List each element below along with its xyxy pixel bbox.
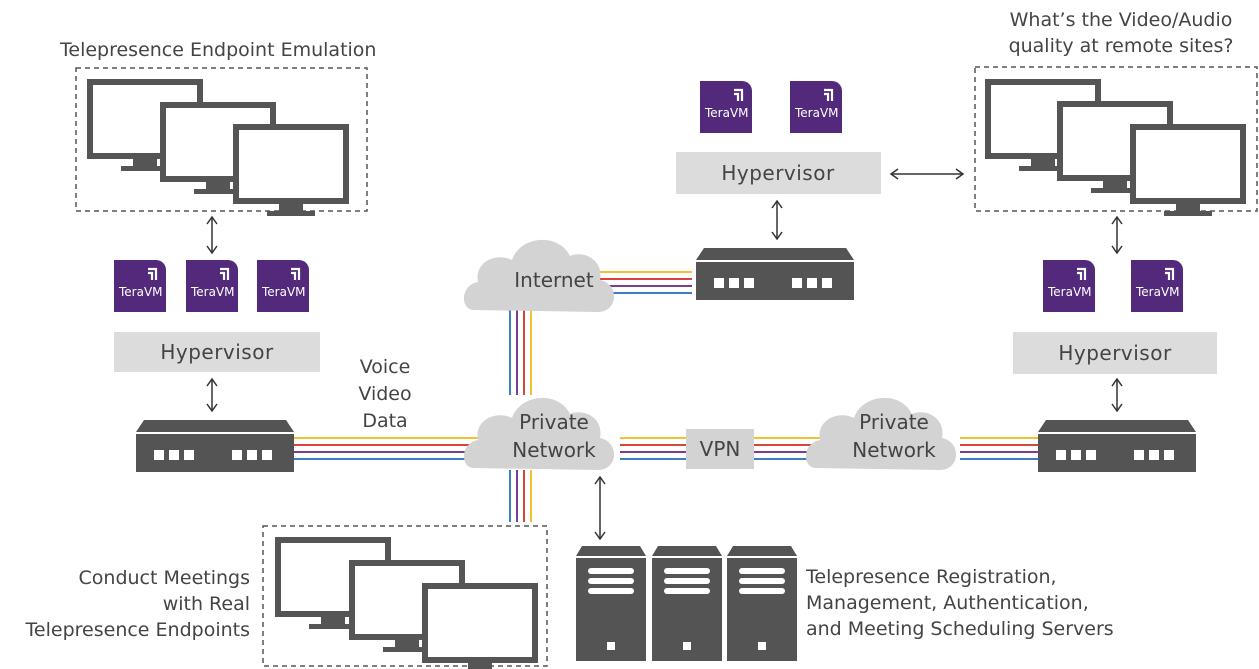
voice-label: Voice xyxy=(360,356,411,378)
teravm-label: TeraVM xyxy=(118,285,163,299)
hypervisor-label: Hypervisor xyxy=(160,340,274,364)
hypervisor-box xyxy=(676,152,881,194)
hypervisor-label: Hypervisor xyxy=(721,161,835,185)
conduct-meetings-label: Telepresence Endpoints xyxy=(25,619,250,641)
hypervisor-box xyxy=(114,332,320,372)
monitor-icon xyxy=(425,586,535,669)
monitor-icon xyxy=(1133,127,1243,216)
double-arrow-icon xyxy=(594,475,606,541)
server-icon xyxy=(727,546,797,661)
network-switch-icon xyxy=(1038,420,1196,472)
network-switch-icon xyxy=(136,420,294,472)
conduct-meetings-label: with Real xyxy=(163,593,250,615)
endpoint-emulation-label: Telepresence Endpoint Emulation xyxy=(59,39,376,61)
servers-label: and Meeting Scheduling Servers xyxy=(806,618,1114,640)
teravm-label: TeraVM xyxy=(261,285,306,299)
teravm-label: TeraVM xyxy=(1047,285,1092,299)
private-network-label: Private xyxy=(519,410,589,434)
servers-label: Management, Authentication, xyxy=(806,592,1089,614)
double-arrow-icon xyxy=(1111,377,1123,413)
emulated-endpoints-group xyxy=(75,67,368,212)
video-label: Video xyxy=(358,383,411,405)
hypervisor-label: Hypervisor xyxy=(1058,341,1172,365)
monitor-icon xyxy=(236,127,346,216)
servers-label: Telepresence Registration, xyxy=(805,566,1057,588)
remote-quality-question: What’s the Video/Audio xyxy=(1010,9,1233,31)
private-network-label: Private xyxy=(859,410,929,434)
double-arrow-icon xyxy=(206,215,218,255)
internet-label: Internet xyxy=(514,268,594,292)
real-endpoints-group xyxy=(262,525,548,667)
hypervisor-box xyxy=(1013,332,1217,374)
conduct-meetings-label: Conduct Meetings xyxy=(79,567,250,589)
teravm-label: TeraVM xyxy=(190,285,235,299)
private-network-label: Network xyxy=(512,438,596,462)
server-icon xyxy=(576,546,646,661)
double-arrow-icon xyxy=(771,199,783,241)
network-switch-icon xyxy=(696,248,854,300)
remote-quality-question: quality at remote sites? xyxy=(1009,35,1234,57)
private-network-label: Network xyxy=(852,438,936,462)
double-arrow-icon xyxy=(889,168,965,180)
teravm-label: TeraVM xyxy=(704,106,749,120)
teravm-label: TeraVM xyxy=(1135,285,1180,299)
vpn-label: VPN xyxy=(700,437,741,461)
server-icon xyxy=(652,546,722,661)
data-lines xyxy=(290,271,1040,522)
remote-endpoints-group xyxy=(974,66,1258,212)
data-label: Data xyxy=(362,410,407,432)
double-arrow-icon xyxy=(1111,215,1123,255)
teravm-label: TeraVM xyxy=(794,106,839,120)
vpn-box xyxy=(686,429,754,469)
double-arrow-icon xyxy=(206,377,218,413)
